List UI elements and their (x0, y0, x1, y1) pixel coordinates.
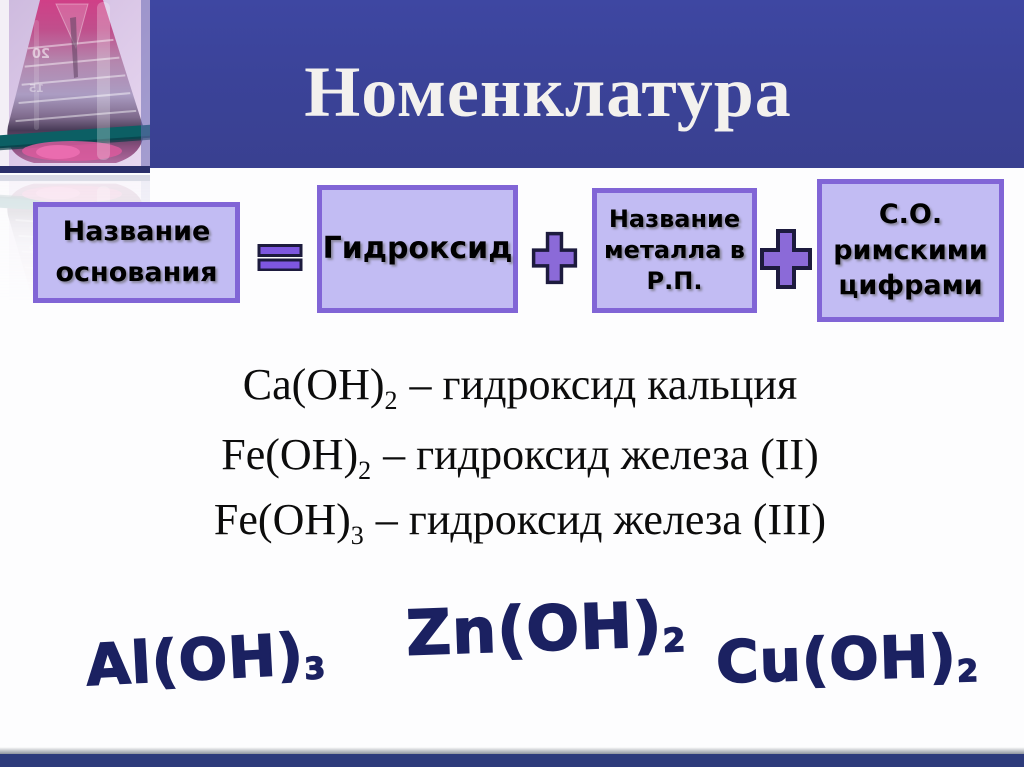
box-base-name-line1: Название (62, 216, 211, 247)
formula-base: Al(OH) (84, 621, 307, 700)
box-oxidation-state: С.О. римскими цифрами (817, 179, 1004, 322)
example-line-iron3: Fe(OH)3 – гидроксид железа (III) (20, 494, 1020, 548)
box-hydroxide-line1: Гидроксид (322, 231, 513, 266)
page-title: Номенклатура (304, 52, 792, 132)
formula-subscript: 3 (303, 649, 327, 687)
box-oxidation-state-line1: С.О. (878, 199, 943, 231)
example-formula: Fe(OH) (213, 495, 351, 544)
svg-text:20: 20 (32, 47, 50, 62)
box-metal-name: Название металла в Р.П. (592, 188, 757, 313)
example-formula: Ca(OH) (242, 360, 385, 409)
plus-icon (759, 228, 813, 294)
box-hydroxide: Гидроксид (317, 185, 518, 313)
box-oxidation-state-line2: римскими (833, 234, 988, 266)
footer-bar (0, 754, 1024, 767)
header-bar (0, 0, 1024, 168)
handwritten-formula-aluminium: Al(OH)3 (84, 621, 327, 700)
example-description: – гидроксид железа (II) (383, 430, 819, 479)
equals-icon (257, 244, 303, 275)
handwritten-formula-zinc: Zn(OH)2 (404, 587, 687, 670)
svg-text:15: 15 (29, 82, 44, 95)
formula-base: Zn(OH) (404, 587, 664, 670)
example-line-iron2: Fe(OH)2 – гидроксид железа (II) (20, 429, 1020, 483)
handwritten-formula-copper: Cu(OH)2 (714, 621, 979, 697)
box-metal-name-line3: Р.П. (646, 267, 703, 296)
box-base-name: Название основания (33, 202, 240, 303)
box-oxidation-state-line3: цифрами (838, 270, 983, 302)
example-subscript: 3 (350, 520, 364, 550)
example-formula: Fe(OH) (221, 430, 359, 479)
example-subscript: 2 (384, 385, 398, 415)
formula-base: Cu(OH) (714, 621, 958, 697)
box-metal-name-line2: металла в (604, 235, 745, 264)
example-description: – гидроксид кальция (409, 360, 798, 409)
example-line-calcium: Ca(OH)2 – гидроксид кальция (20, 359, 1020, 413)
formula-subscript: 2 (956, 653, 979, 690)
example-subscript: 2 (358, 455, 372, 485)
example-description: – гидроксид железа (III) (375, 495, 827, 544)
plus-icon (531, 227, 578, 293)
box-base-name-line2: основания (55, 256, 218, 288)
flask-photo-icon: 20 15 (0, 0, 155, 173)
box-metal-name-line1: Название (608, 204, 741, 233)
footer-divider (0, 747, 1024, 754)
formula-subscript: 2 (661, 620, 686, 660)
